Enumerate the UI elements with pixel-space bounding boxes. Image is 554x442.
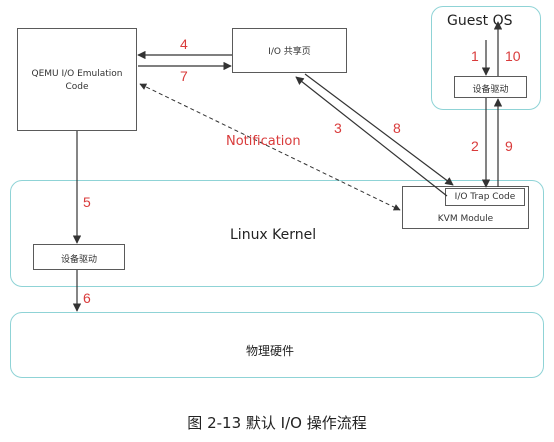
io-shared-page-box: I/O 共享页 <box>232 28 347 73</box>
qemu-emulation-box: QEMU I/O Emulation Code <box>17 28 137 131</box>
hardware-label: 物理硬件 <box>246 344 295 358</box>
io-shared-page-label: I/O 共享页 <box>268 47 311 57</box>
step-label-6: 6 <box>83 290 91 306</box>
step-label-10: 10 <box>505 48 521 64</box>
step-label-9: 9 <box>505 138 513 154</box>
arrow-step-3 <box>295 76 448 197</box>
step-label-2: 2 <box>471 138 479 154</box>
step-label-5: 5 <box>83 194 91 210</box>
arrow-step-8 <box>304 73 454 186</box>
step-label-8: 8 <box>393 120 401 136</box>
guest-driver-label: 设备驱动 <box>472 85 509 95</box>
kvm-module-label: KVM Module <box>437 214 494 224</box>
notification-label: Notification <box>226 134 301 149</box>
linux-kernel-title: Linux Kernel <box>230 227 317 243</box>
qemu-label-line1: QEMU I/O Emulation <box>31 69 123 79</box>
io-trap-code-box: I/O Trap Code <box>445 188 525 206</box>
figure-caption: 图 2-13 默认 I/O 操作流程 <box>187 414 367 432</box>
guest-driver-box: 设备驱动 <box>454 76 527 98</box>
step-label-7: 7 <box>180 68 188 84</box>
qemu-label-line2: Code <box>65 82 89 92</box>
step-label-1: 1 <box>471 48 479 64</box>
kernel-driver-box: 设备驱动 <box>33 244 125 270</box>
io-trap-code-label: I/O Trap Code <box>454 192 516 202</box>
arrow-notification <box>139 83 401 211</box>
step-label-3: 3 <box>334 120 342 136</box>
hardware-container <box>10 312 544 378</box>
step-label-4: 4 <box>180 36 188 52</box>
kernel-driver-label: 设备驱动 <box>60 255 97 265</box>
